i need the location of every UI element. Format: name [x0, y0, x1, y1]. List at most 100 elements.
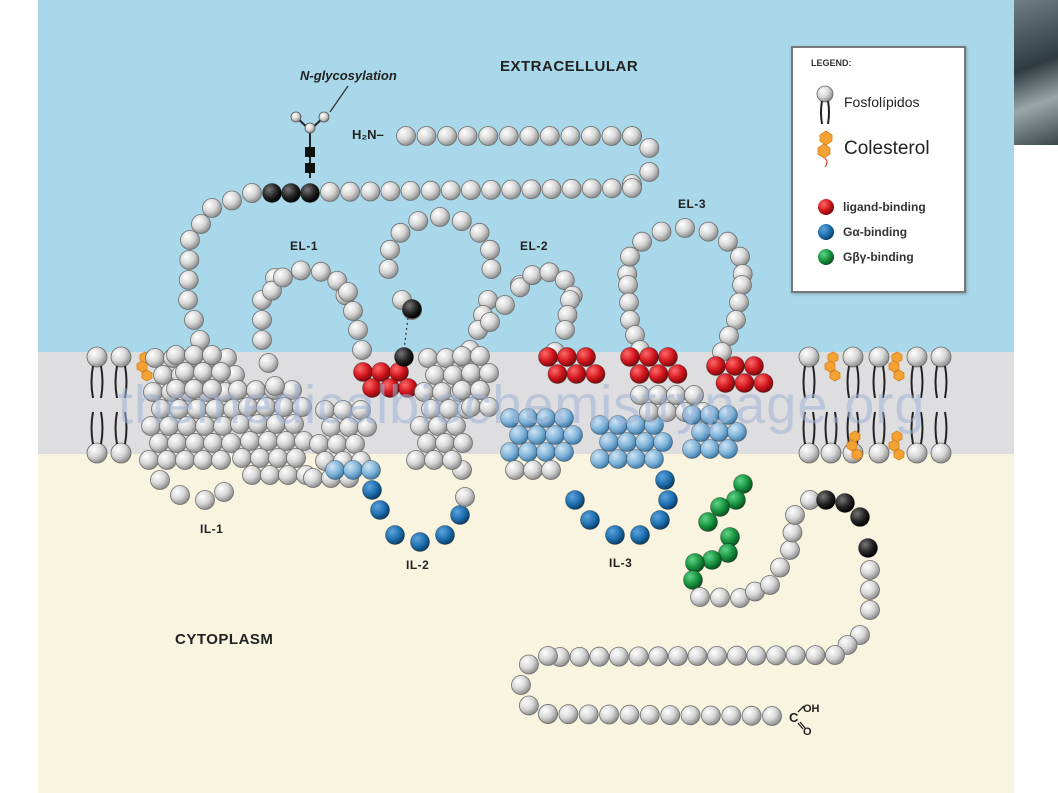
residue — [343, 301, 363, 321]
residue — [167, 433, 187, 453]
residue — [452, 346, 472, 366]
residue — [440, 180, 461, 201]
residue — [416, 126, 437, 146]
residue — [762, 706, 782, 726]
n-terminus-label: H₂N– — [352, 127, 384, 142]
residue — [418, 348, 438, 368]
residue — [726, 645, 747, 666]
motif-residue — [835, 493, 855, 513]
residue — [599, 704, 619, 725]
phospholipid — [86, 346, 108, 399]
residue — [157, 450, 177, 470]
residue — [538, 646, 558, 666]
residue — [770, 557, 790, 578]
g-alpha-binding-residue — [605, 525, 625, 545]
residue — [707, 646, 727, 666]
residue — [782, 522, 803, 543]
g-alpha-binding-residue — [650, 510, 670, 530]
residue — [639, 138, 660, 158]
g-alpha-binding-swatch — [818, 224, 834, 240]
n-glycosylation-label: N-glycosylation — [300, 68, 397, 83]
legend-label-cholesterol: Colesterol — [844, 138, 930, 159]
residue — [732, 275, 752, 295]
g-alpha-binding-residue — [450, 505, 470, 525]
residue — [320, 182, 340, 202]
residue — [660, 705, 681, 725]
residue — [222, 190, 242, 211]
residue — [258, 353, 279, 373]
residue — [424, 450, 444, 470]
residue — [470, 346, 490, 366]
residue — [480, 239, 500, 260]
residue — [519, 126, 540, 146]
residue — [639, 162, 660, 182]
residue — [195, 490, 215, 510]
residue — [561, 178, 582, 199]
residue — [601, 126, 622, 146]
phospholipid — [842, 346, 864, 399]
residue — [480, 312, 500, 332]
residue-chain — [139, 126, 880, 726]
residue — [380, 239, 400, 260]
motifs — [262, 183, 878, 558]
residue — [495, 295, 515, 315]
glycosylation-tree — [290, 85, 349, 178]
residue — [202, 198, 222, 218]
residue — [139, 450, 159, 470]
ligand-binding-residue — [725, 356, 745, 376]
residue — [211, 450, 231, 470]
residue — [278, 465, 298, 485]
residue — [469, 222, 490, 243]
residue — [211, 362, 231, 382]
residue — [620, 246, 640, 267]
residue — [505, 460, 525, 480]
residue — [648, 646, 669, 667]
residue — [618, 275, 638, 295]
residue — [406, 450, 426, 470]
residue — [400, 180, 421, 201]
g-beta-gamma-binding-residue — [726, 490, 746, 510]
residue — [541, 179, 562, 200]
g-alpha-binding-residue-light — [718, 405, 738, 425]
residue — [569, 647, 590, 667]
phospholipid — [110, 346, 132, 399]
g-alpha-binding-residue — [435, 525, 455, 545]
residue — [746, 645, 767, 666]
residue — [396, 126, 416, 146]
loop-label-il3: IL-3 — [609, 556, 633, 570]
residue — [741, 705, 762, 726]
residue — [178, 270, 199, 290]
residue — [252, 310, 272, 330]
residue — [435, 433, 455, 453]
residue — [303, 468, 323, 488]
g-alpha-binding-residue-light — [727, 422, 747, 442]
g-beta-gamma-binding-residue — [683, 570, 703, 590]
watermark: themedicalbiochemistrypage.org — [118, 375, 926, 435]
residue — [560, 126, 581, 146]
ligand-binding-residue — [576, 347, 596, 367]
residue — [149, 433, 169, 453]
residue — [541, 460, 561, 480]
motif-residue — [850, 507, 870, 527]
residue — [180, 230, 200, 250]
residue — [292, 397, 312, 417]
residue — [609, 646, 629, 667]
residue — [690, 587, 710, 607]
residue — [478, 126, 499, 146]
g-alpha-binding-residue — [385, 525, 405, 545]
residue — [242, 183, 262, 203]
cholesterol — [846, 430, 863, 461]
g-alpha-binding-residue-light — [554, 442, 574, 462]
residue — [272, 267, 293, 288]
g-alpha-binding-residue — [655, 470, 675, 490]
g-alpha-binding-residue — [580, 510, 600, 530]
residue — [378, 259, 399, 279]
residue — [785, 505, 805, 525]
ligand-binding-residue — [706, 356, 726, 376]
residue — [250, 448, 270, 468]
residue — [729, 292, 749, 313]
residue — [390, 222, 411, 243]
residue — [555, 320, 575, 340]
loop-label-il2: IL-2 — [406, 558, 430, 572]
legend-title: LEGEND: — [811, 58, 852, 68]
